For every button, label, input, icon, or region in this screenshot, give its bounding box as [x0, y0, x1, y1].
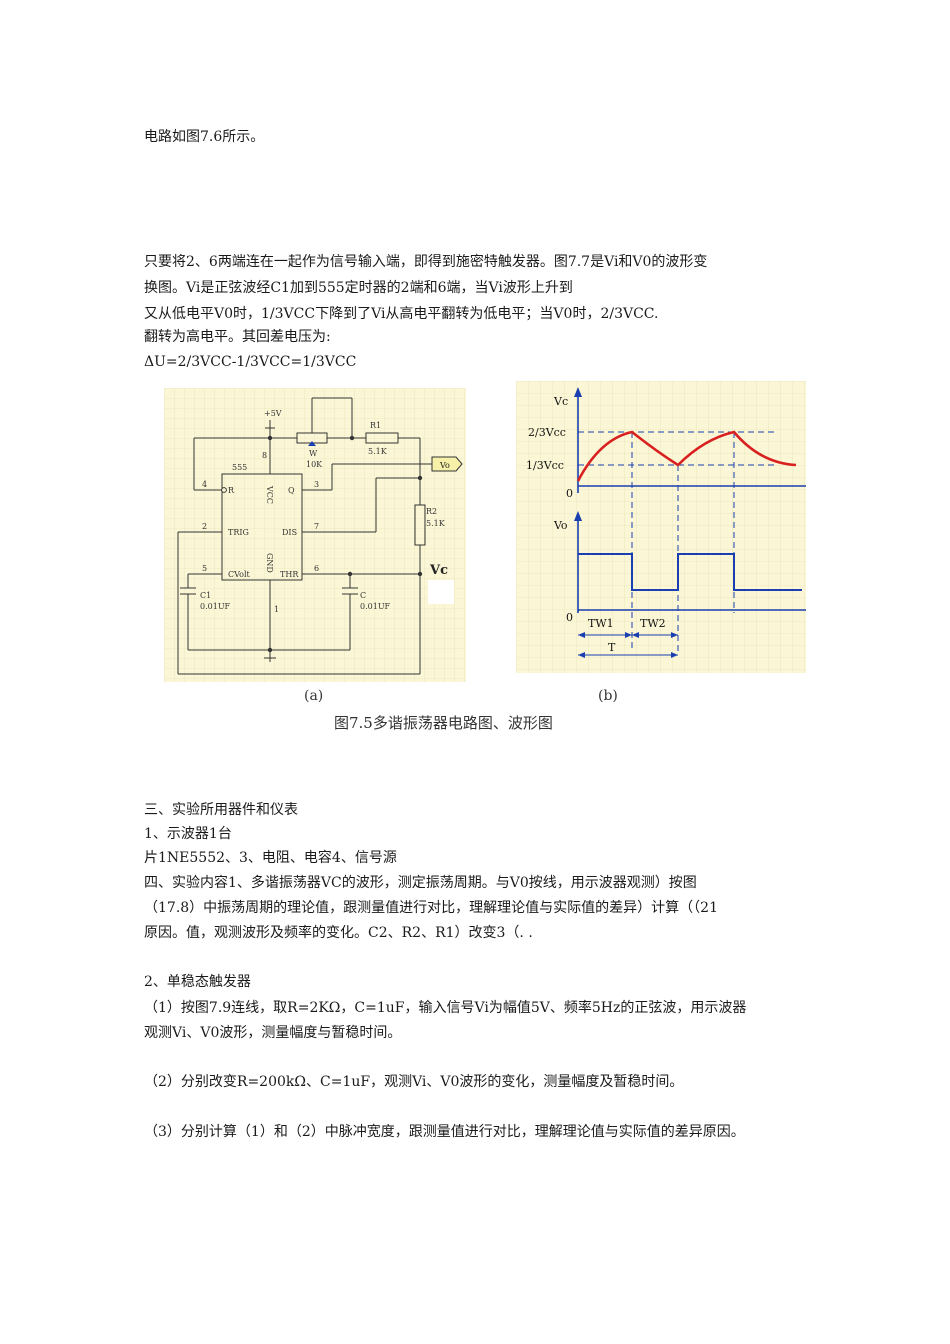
chip-label: 555 — [232, 463, 247, 472]
section3-line-2: 1、示波器1台 — [144, 826, 232, 842]
schmitt-line-1: 只要将2、6两端连在一起作为信号输入端，即得到施密特触发器。图7.7是Vi和V0… — [144, 254, 708, 270]
pin-8-number: 8 — [262, 451, 267, 460]
c-value: 0.01UF — [360, 602, 391, 611]
pot-value: 10K — [306, 460, 323, 469]
monostable-item1-line2: 观测Vi、V0波形，测量幅度与暂稳时间。 — [144, 1025, 402, 1041]
pin-4-number: 4 — [202, 480, 207, 489]
zero-bottom-label: 0 — [566, 611, 573, 624]
monostable-title: 2、单稳态触发器 — [144, 974, 251, 990]
r2-value: 5.1K — [426, 519, 446, 528]
section3-line-3: 片1NE5552、3、电阻、电容4、信号源 — [144, 850, 397, 866]
circuit-diagram: Vo +5V 555 W 10K R1 5.1K R2 5.1K C1 0.01… — [164, 388, 466, 682]
capacitor-voltage-curve — [576, 430, 797, 482]
section3-line-5: （17.8）中振荡周期的理论值，跟测量值进行对比，理解理论值与实际值的差异）计算… — [144, 900, 718, 916]
waveform-diagram: Vc 2/3Vcc 1/3Vcc 0 Vo 0 TW1 TW2 T — [516, 381, 806, 673]
schmitt-line-4: 翻转为高电平。其回差电压为: — [144, 329, 331, 345]
r2-label: R2 — [426, 507, 437, 516]
section3-line-4: 四、实验内容1、多谐振荡器VC的波形，测定振荡周期。与V0按线，用示波器观测）按… — [144, 875, 697, 891]
monostable-item1-line1: （1）按图7.9连线，取R=2KΩ，C=1uF，输入信号Vi为幅值5V、频率5H… — [144, 1000, 747, 1016]
pin-cvolt-label: CVolt — [228, 570, 251, 579]
pin-vcc-label: VCC — [265, 485, 274, 504]
output-square-wave — [578, 553, 802, 591]
vo-axis-label: Vo — [553, 519, 568, 532]
pin-1-number: 1 — [274, 605, 279, 614]
pot-label: W — [309, 449, 318, 458]
zero-top-label: 0 — [566, 487, 573, 500]
section3-line-6: 原因。值，观测波形及频率的变化。C2、R2、R1）改变3（. . — [144, 925, 533, 941]
r1-label: R1 — [370, 421, 381, 430]
c1-value: 0.01UF — [200, 602, 231, 611]
intro-line: 电路如图7.6所示。 — [144, 129, 265, 145]
pin-2-number: 2 — [202, 522, 207, 531]
output-vo-tag — [431, 456, 463, 472]
level-low-label: 1/3Vcc — [526, 459, 564, 472]
supply-label: +5V — [264, 409, 282, 418]
sub-caption-a: (a) — [304, 688, 324, 704]
pin-trig-label: TRIG — [228, 528, 249, 537]
pin-thr-label: THR — [280, 570, 299, 579]
section3-line-1: 三、实验所用器件和仪表 — [144, 802, 298, 818]
period-label: T — [608, 641, 616, 654]
monostable-item2: （2）分别改变R=200kΩ、C=1uF，观测Vi、V0波形的变化，测量幅度及暂… — [144, 1074, 684, 1090]
schmitt-line-2: 换图。Vi是正弦波经C1加到555定时器的2端和6端，当Vi波形上升到 — [144, 280, 573, 296]
pin-5-number: 5 — [202, 564, 207, 573]
schmitt-formula: ΔU=2/3VCC-1/3VCC=1/3VCC — [144, 354, 357, 370]
pin-6-number: 6 — [314, 564, 319, 573]
pin-3-number: 3 — [314, 480, 319, 489]
chip-555-body — [221, 473, 303, 581]
tw1-label: TW1 — [588, 617, 614, 630]
c1-label: C1 — [200, 591, 211, 600]
pin-r-label: R — [228, 486, 235, 495]
output-vo-text: Vo — [439, 461, 450, 470]
level-high-label: 2/3Vcc — [528, 426, 566, 439]
sub-caption-b: (b) — [598, 688, 618, 704]
vc-axis-label: Vc — [553, 395, 568, 408]
pin-q-label: Q — [288, 486, 295, 495]
r1-value: 5.1K — [368, 447, 388, 456]
pin-7-number: 7 — [314, 522, 319, 531]
vc-node-label: Vc — [429, 563, 448, 578]
pin-gnd-label: GND — [265, 553, 274, 573]
figure-caption: 图7.5多谐振荡器电路图、波形图 — [334, 714, 553, 732]
monostable-item3: （3）分别计算（1）和（2）中脉冲宽度，跟测量值进行对比，理解理论值与实际值的差… — [144, 1124, 745, 1140]
pin-dis-label: DIS — [282, 528, 297, 537]
c-label: C — [360, 591, 366, 600]
schmitt-line-3: 又从低电平V0时，1/3VCC下降到了Vi从高电平翻转为低电平；当V0时，2/3… — [144, 306, 659, 322]
tw2-label: TW2 — [640, 617, 666, 630]
